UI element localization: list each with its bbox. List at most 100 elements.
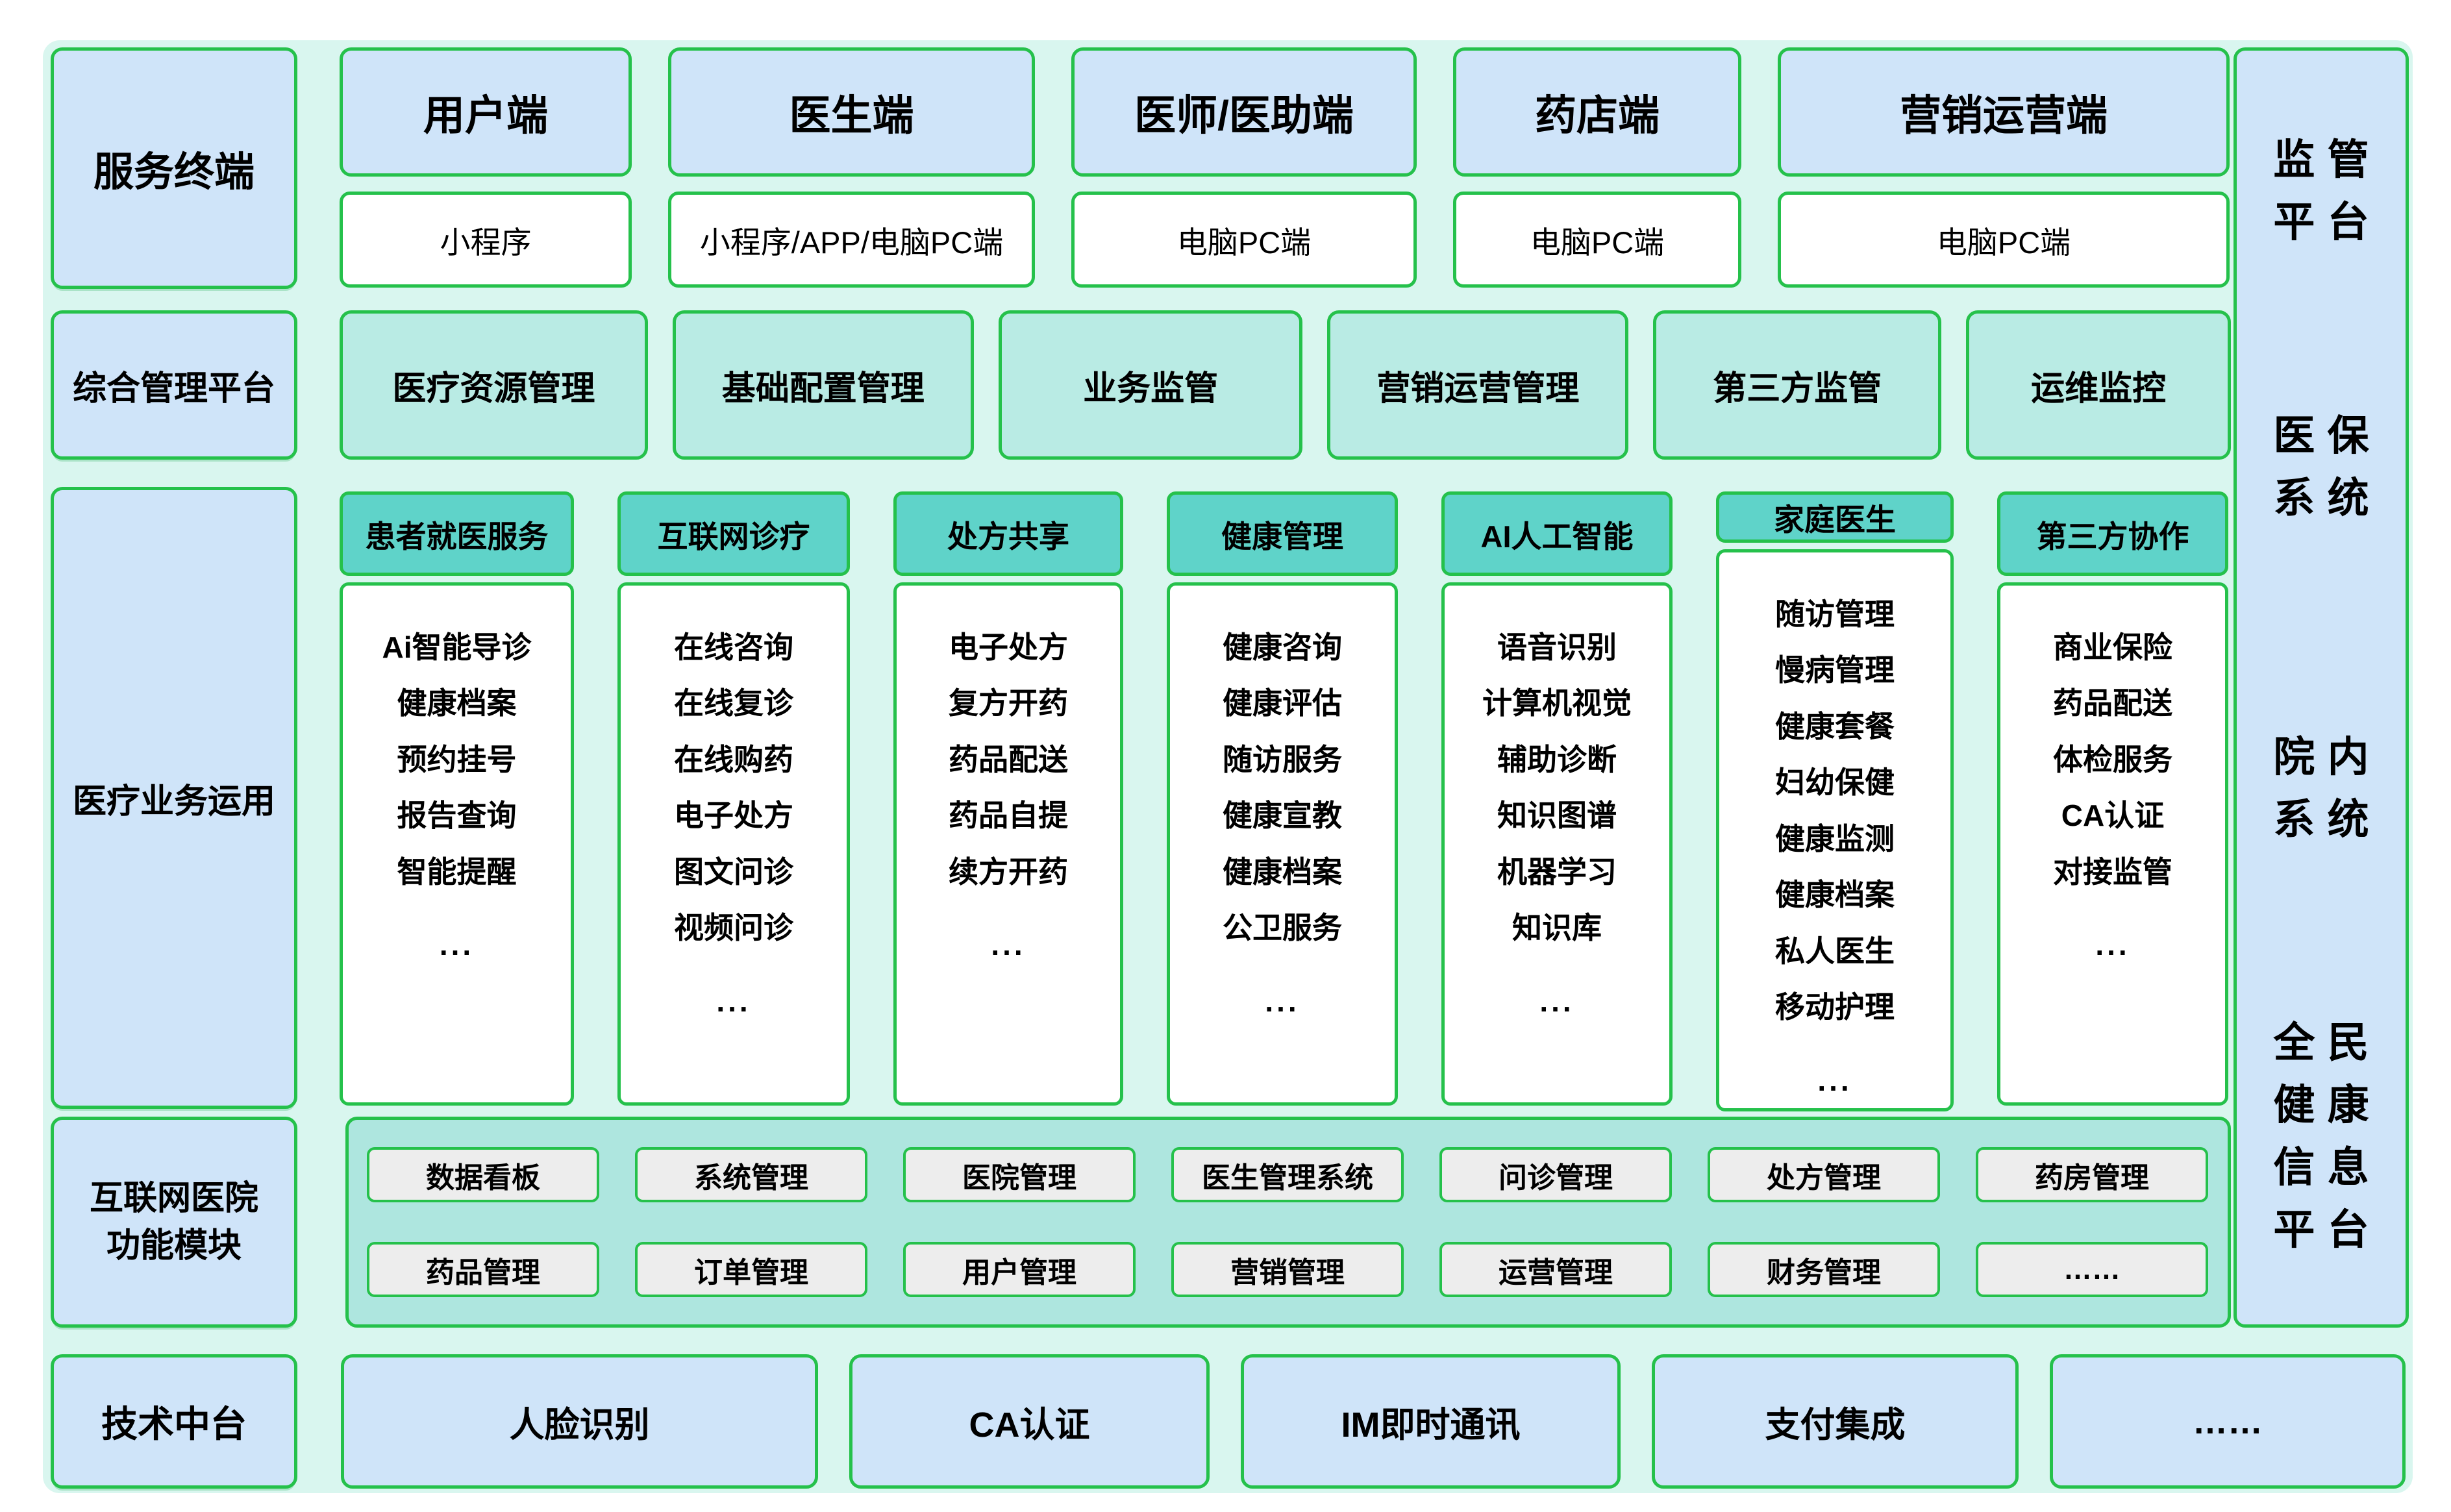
terminal-name: 医生端 (668, 47, 1035, 177)
label-management-platform: 综合管理平台 (51, 310, 297, 460)
tech-service: 支付集成 (1652, 1354, 2019, 1489)
function-module: 财务管理 (1708, 1242, 1940, 1297)
business-column: AI人工智能语音识别计算机视觉辅助诊断知识图谱机器学习知识库... (1441, 491, 1673, 1106)
list-item: 视频问诊 (674, 911, 793, 945)
label-tech-platform: 技术中台 (51, 1354, 297, 1489)
business-column-header: 处方共享 (893, 491, 1123, 576)
label-service-terminal-text: 服务终端 (93, 150, 255, 195)
terminal-name: 营销运营端 (1778, 47, 2230, 177)
management-module: 基础配置管理 (672, 310, 974, 460)
right-rail-label-line: 院内 (2273, 734, 2382, 780)
right-rail-label-line: 平台 (2273, 1206, 2382, 1253)
function-module: 问诊管理 (1439, 1147, 1672, 1202)
function-module: 系统管理 (635, 1147, 867, 1202)
business-column: 处方共享电子处方复方开药药品配送药品自提续方开药... (893, 491, 1123, 1106)
terminal-client: 电脑PC端 (1453, 192, 1741, 288)
business-column-list: 健康咨询健康评估随访服务健康宣教健康档案公卫服务... (1167, 582, 1398, 1106)
list-item: 在线复诊 (674, 686, 793, 721)
business-column-header: AI人工智能 (1441, 491, 1673, 576)
business-column-list: Ai智能导诊健康档案预约挂号报告查询智能提醒... (340, 582, 574, 1106)
list-ellipsis: ... (1817, 1063, 1852, 1097)
label-medical-business-text: 医疗业务运用 (72, 782, 275, 821)
management-modules-row: 医疗资源管理基础配置管理业务监管营销运营管理第三方监管运维监控 (340, 310, 2231, 460)
list-ellipsis: ... (716, 984, 751, 1018)
business-column: 家庭医生随访管理慢病管理健康套餐妇幼保健健康监测健康档案私人医生移动护理... (1716, 491, 1954, 1112)
terminal-name: 药店端 (1453, 47, 1741, 177)
business-column-header: 家庭医生 (1716, 491, 1954, 543)
management-module: 业务监管 (998, 310, 1303, 460)
list-item: CA认证 (2061, 799, 2165, 833)
business-column-header: 互联网诊疗 (617, 491, 850, 576)
list-item: 药品配送 (949, 742, 1068, 776)
list-item: 电子处方 (949, 630, 1068, 664)
management-module: 第三方监管 (1653, 310, 1942, 460)
right-rail-label-line: 系统 (2273, 475, 2382, 521)
business-column-list: 电子处方复方开药药品配送药品自提续方开药... (893, 582, 1123, 1106)
right-rail-label-line: 全民 (2273, 1019, 2382, 1066)
function-module: 订单管理 (635, 1242, 867, 1297)
list-item: 健康监测 (1775, 821, 1895, 856)
list-ellipsis: ... (1265, 984, 1300, 1018)
list-item: 药品配送 (2053, 686, 2172, 721)
list-item: 知识图谱 (1497, 799, 1617, 833)
function-modules-grid-row: 药品管理订单管理用户管理营销管理运营管理财务管理 …… (367, 1242, 2209, 1297)
list-item: 报告查询 (397, 799, 517, 833)
label-medical-business: 医疗业务运用 (51, 487, 297, 1109)
terminal-name: 医师/医助端 (1071, 47, 1417, 177)
list-item: 移动护理 (1775, 990, 1895, 1024)
right-rail-label-line: 健康 (2273, 1082, 2382, 1128)
function-module: 药品管理 (367, 1242, 599, 1297)
business-column-header: 第三方协作 (1997, 491, 2228, 576)
list-item: 商业保险 (2053, 630, 2172, 664)
list-item: 语音识别 (1497, 630, 1617, 664)
business-column-list: 语音识别计算机视觉辅助诊断知识图谱机器学习知识库... (1441, 582, 1673, 1106)
tech-service: CA认证 (849, 1354, 1210, 1489)
list-item: 药品自提 (949, 799, 1068, 833)
terminal-column: 医生端小程序/APP/电脑PC端 (668, 47, 1035, 288)
list-item: 公卫服务 (1223, 911, 1342, 945)
list-item: 对接监管 (2053, 854, 2172, 889)
right-rail-label-regulatory-platform: 监管平台 (2237, 129, 2406, 253)
function-module: 处方管理 (1708, 1147, 1940, 1202)
function-module: 运营管理 (1439, 1242, 1672, 1297)
list-item: 随访管理 (1775, 597, 1895, 631)
label-function-modules: 互联网医院 功能模块 (51, 1117, 297, 1328)
list-item: 在线咨询 (674, 630, 793, 664)
function-module: 营销管理 (1171, 1242, 1404, 1297)
right-rail-label-line: 信息 (2273, 1144, 2382, 1191)
list-item: 健康咨询 (1223, 630, 1342, 664)
right-rail-label-line: 系统 (2273, 796, 2382, 843)
function-module: …… (1976, 1242, 2208, 1297)
function-module: 医院管理 (903, 1147, 1136, 1202)
right-rail-label-national-health-info-platform: 全民健康信息平台 (2237, 1011, 2406, 1261)
tech-service: IM即时通讯 (1241, 1354, 1621, 1489)
list-ellipsis: ... (1539, 984, 1574, 1018)
label-function-modules-text: 互联网医院 功能模块 (89, 1179, 258, 1265)
list-item: 辅助诊断 (1497, 742, 1617, 776)
list-item: 复方开药 (949, 686, 1068, 721)
list-item: 健康评估 (1223, 686, 1342, 721)
list-item: 健康档案 (1775, 878, 1895, 912)
list-item: 健康档案 (397, 686, 517, 721)
list-item: 在线购药 (674, 742, 793, 776)
terminal-name: 用户端 (340, 47, 632, 177)
list-item: 机器学习 (1497, 854, 1617, 889)
tech-service: 人脸识别 (341, 1354, 818, 1489)
business-column-list: 随访管理慢病管理健康套餐妇幼保健健康监测健康档案私人医生移动护理... (1716, 549, 1954, 1112)
right-rail-label-in-hospital-system: 院内系统 (2237, 726, 2406, 850)
management-module: 运维监控 (1966, 310, 2231, 460)
function-module: 用户管理 (903, 1242, 1136, 1297)
label-management-platform-text: 综合管理平台 (72, 369, 275, 408)
management-module: 医疗资源管理 (340, 310, 648, 460)
tech-service: …… (2050, 1354, 2406, 1489)
list-item: 慢病管理 (1775, 653, 1895, 688)
terminal-client: 电脑PC端 (1071, 192, 1417, 288)
right-rail-label-line: 平台 (2273, 199, 2382, 245)
terminal-column: 医师/医助端电脑PC端 (1071, 47, 1417, 288)
terminal-client: 小程序 (340, 192, 632, 288)
right-rail-label-medical-insurance-system: 医保系统 (2237, 404, 2406, 529)
